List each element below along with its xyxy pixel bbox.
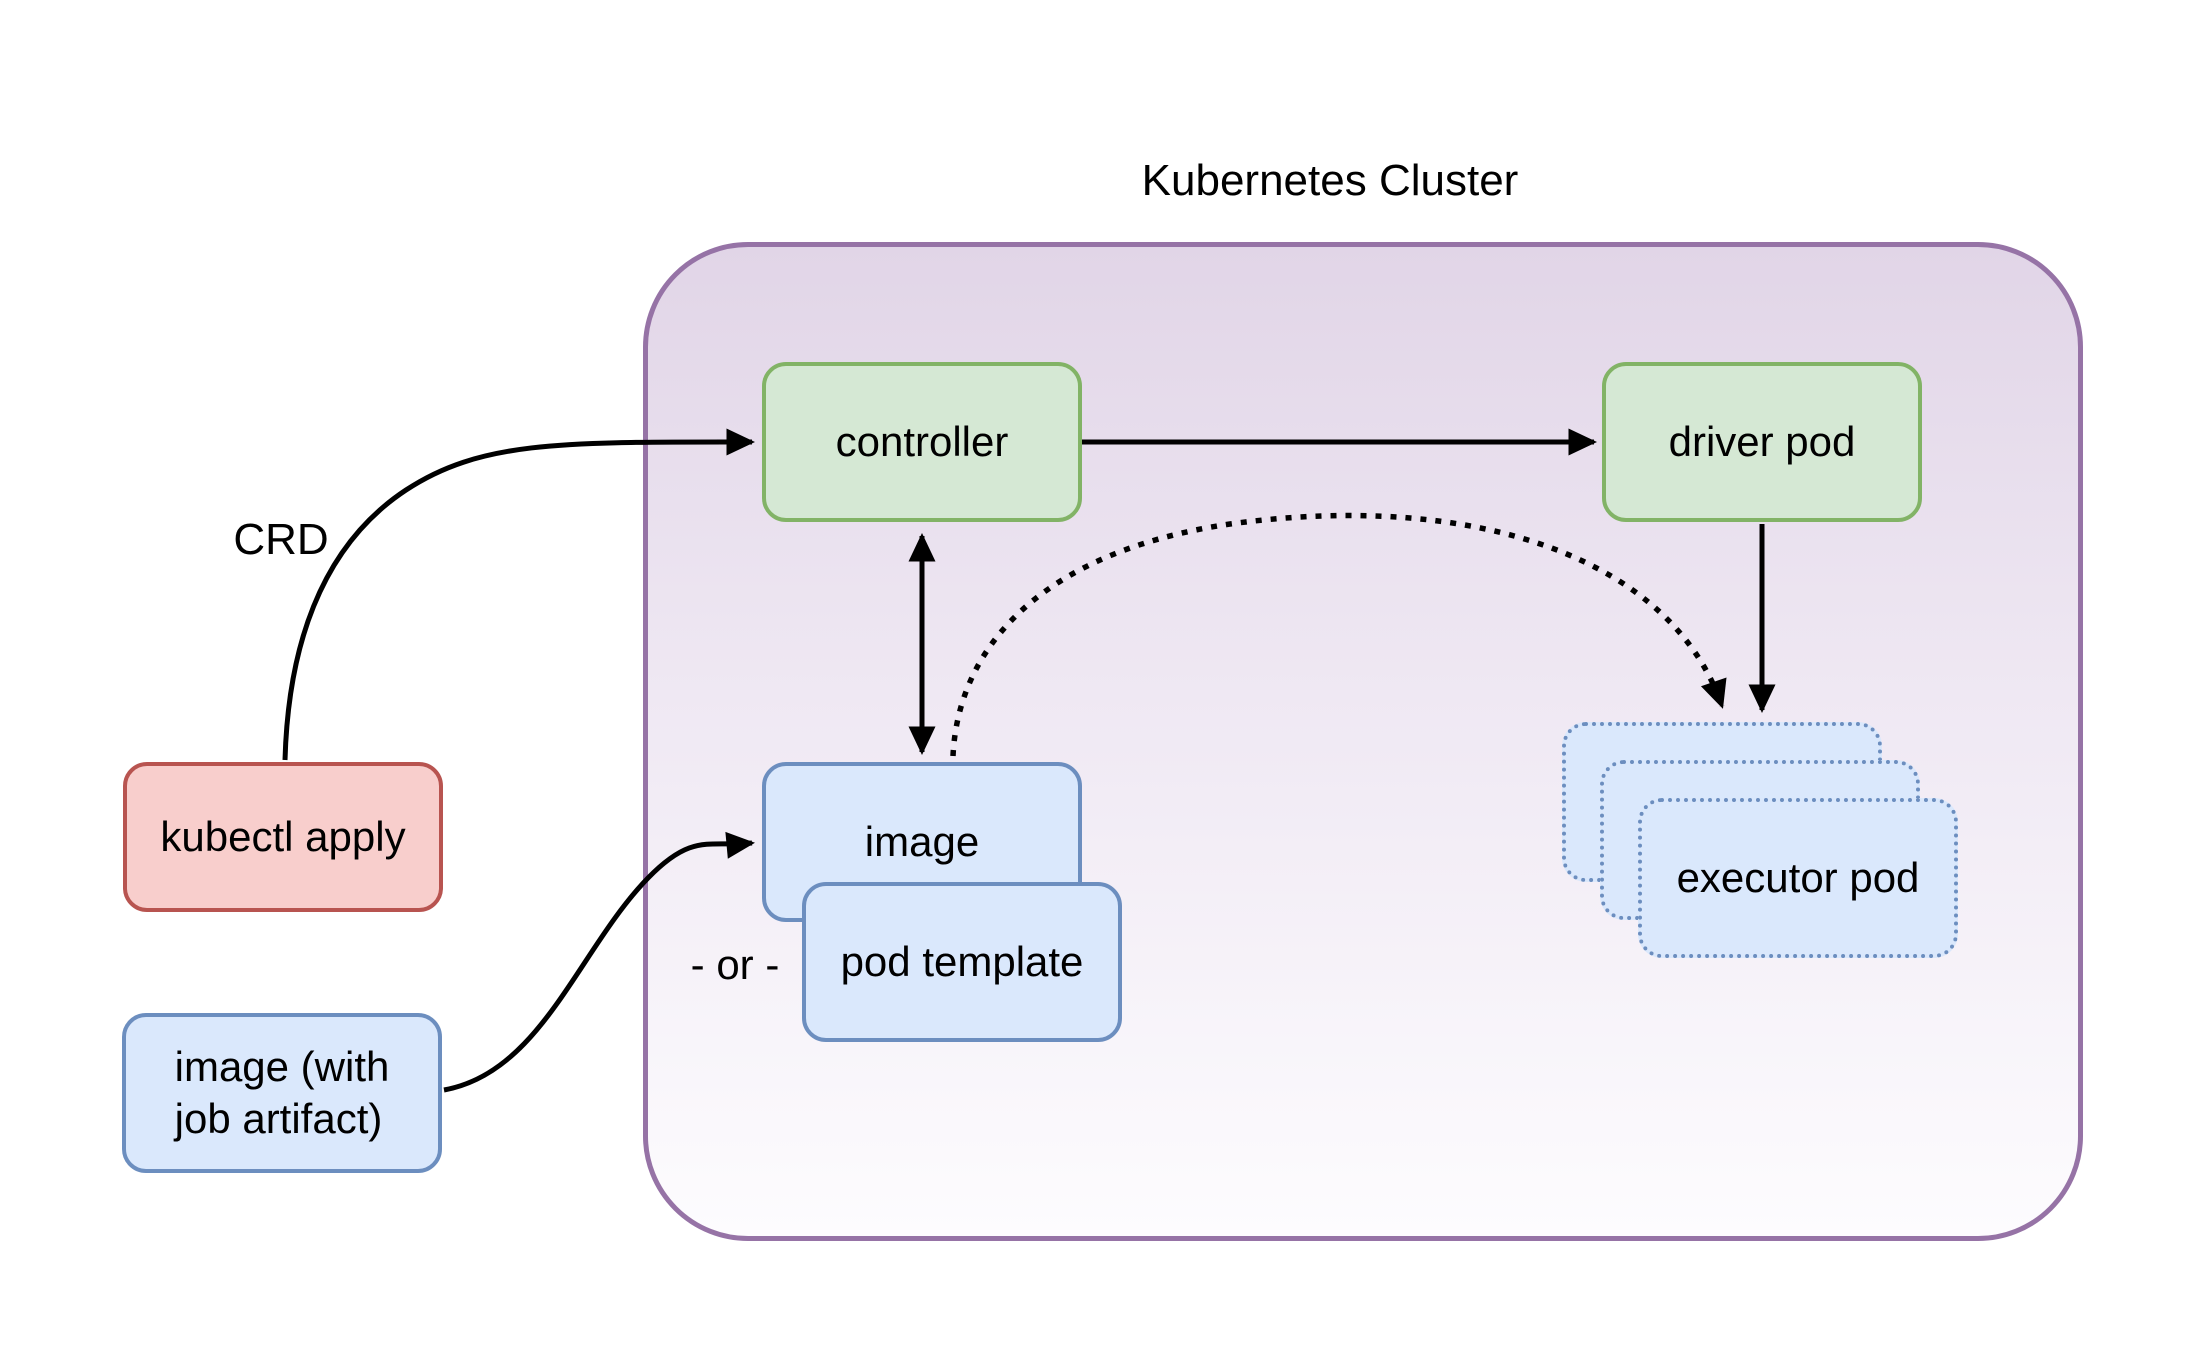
node-image-with-job-artifact-label: image (with job artifact) bbox=[174, 1042, 390, 1143]
node-image-with-job-artifact: image (with job artifact) bbox=[122, 1013, 442, 1173]
node-controller: controller bbox=[762, 362, 1082, 522]
node-executor-pod-front: executor pod bbox=[1638, 798, 1958, 958]
node-image-label: image bbox=[864, 818, 980, 865]
node-pod-template-label: pod template bbox=[840, 938, 1084, 985]
node-kubectl-apply-label: kubectl apply bbox=[160, 813, 406, 860]
node-driver-pod-label: driver pod bbox=[1668, 418, 1856, 465]
edge-crd-label: CRD bbox=[233, 515, 329, 564]
node-driver-pod: driver pod bbox=[1602, 362, 1922, 522]
edge-or-label: - or - bbox=[690, 941, 780, 988]
node-kubectl-apply: kubectl apply bbox=[123, 762, 443, 912]
node-pod-template: pod template bbox=[802, 882, 1122, 1042]
node-executor-pod-front-label: executor pod bbox=[1676, 854, 1920, 901]
node-controller-label: controller bbox=[835, 418, 1009, 465]
diagram-title: Kubernetes Cluster bbox=[1141, 156, 1519, 205]
